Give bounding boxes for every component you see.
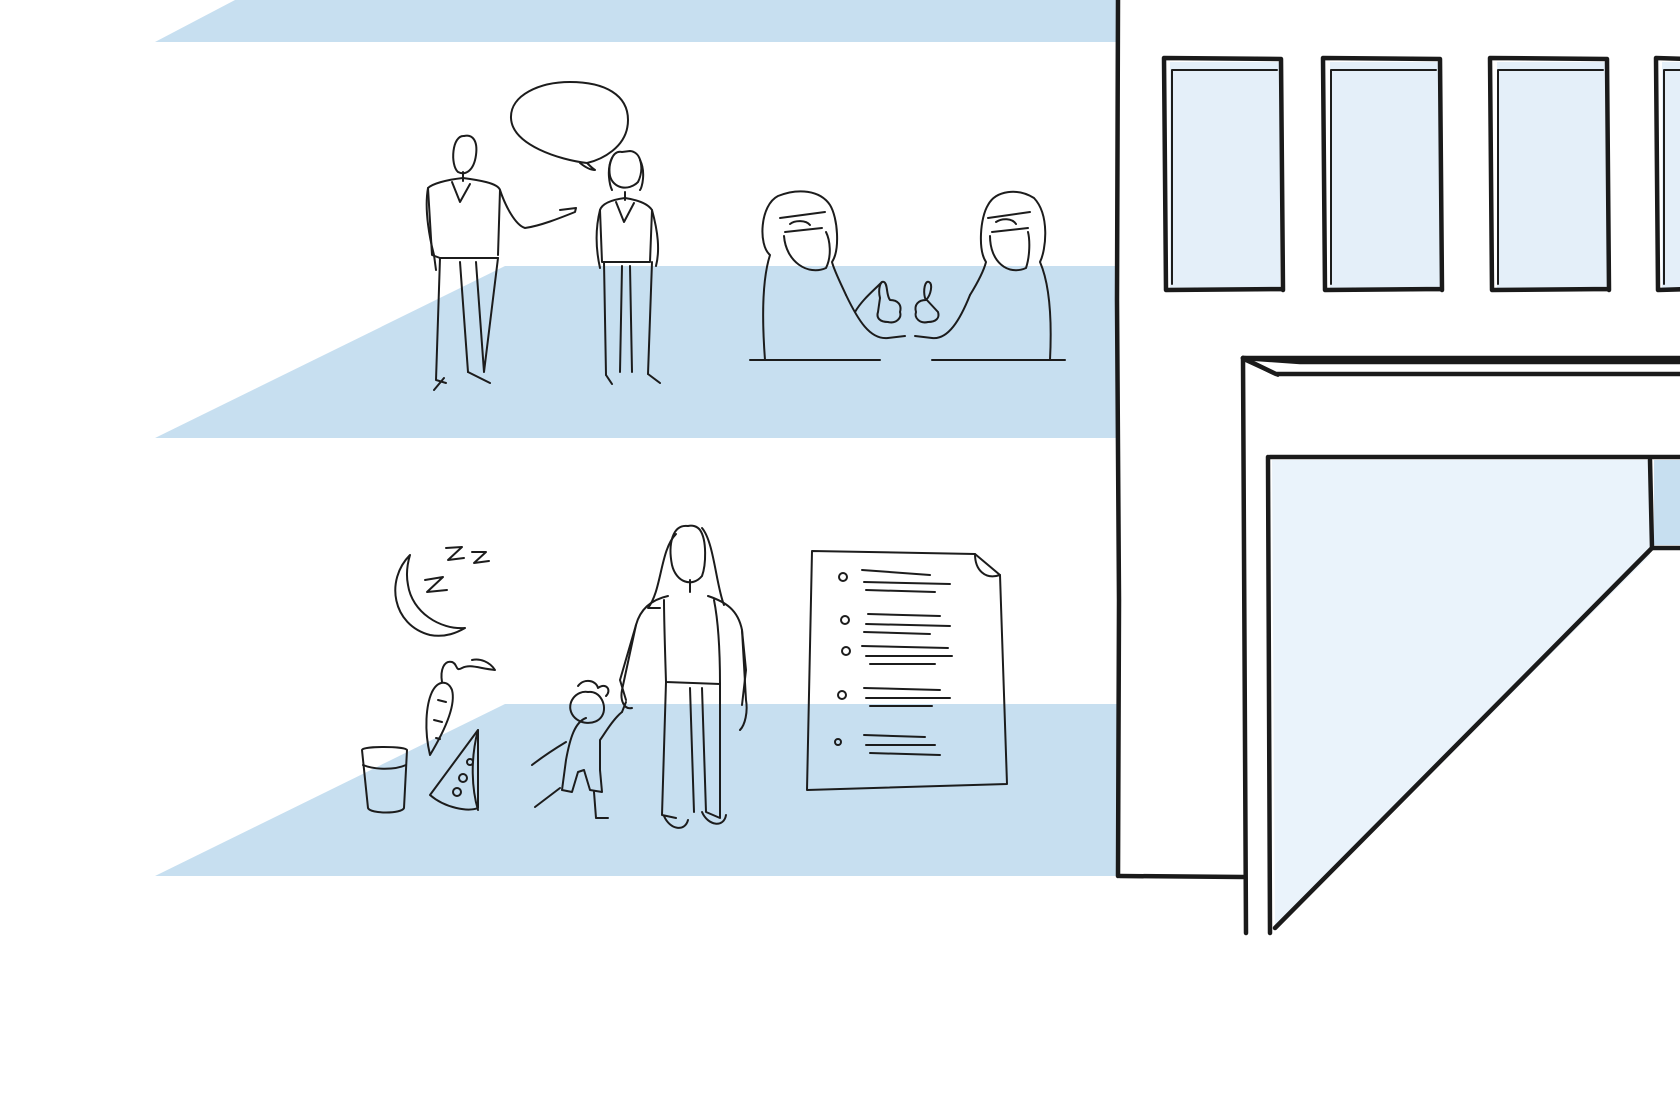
window <box>1653 55 1680 293</box>
water-glass-icon <box>361 746 408 814</box>
pizza-slice-icon <box>429 729 479 811</box>
window <box>1487 55 1612 293</box>
masked-worker-figure <box>749 190 906 361</box>
top-floor-strip <box>155 0 1118 42</box>
child-figure <box>531 680 627 819</box>
staff-member-figure <box>595 150 661 385</box>
masked-worker-figure <box>914 190 1066 361</box>
upper-floor-figures <box>425 81 1066 391</box>
building-wall-edge <box>1114 0 1122 879</box>
thumbs-up-icon <box>876 280 902 324</box>
floors <box>155 0 1118 876</box>
carrot-icon <box>425 658 496 756</box>
glass-door <box>1272 457 1680 931</box>
lower-floor <box>155 704 1118 876</box>
moon-icon <box>394 554 466 637</box>
window <box>1161 55 1286 293</box>
upper-floor <box>155 266 1118 438</box>
thumbs-up-icon <box>914 280 940 324</box>
sleep-z-icon <box>424 546 490 593</box>
checklist-icon <box>806 550 1008 791</box>
ground-line <box>1117 873 1246 880</box>
lower-floor-figures <box>361 524 1008 829</box>
speech-bubble-icon <box>509 81 629 171</box>
building <box>1114 0 1680 936</box>
staff-member-figure <box>425 134 577 391</box>
entrance-canopy <box>1240 355 1680 936</box>
window <box>1320 55 1445 293</box>
woman-figure <box>619 524 748 829</box>
